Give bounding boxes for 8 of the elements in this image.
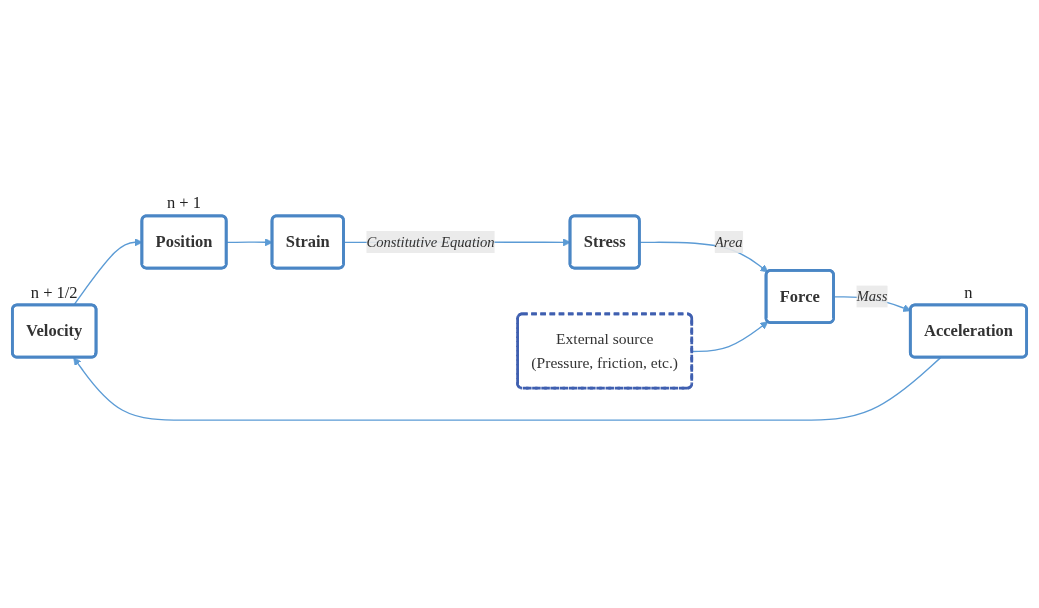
edge-label: Constitutive Equation — [366, 233, 495, 250]
edge-label: Area — [714, 233, 743, 250]
arrow — [691, 321, 769, 352]
edge-label: Mass — [856, 287, 888, 304]
step-label: n + 1/2 — [30, 282, 78, 302]
arrow — [73, 356, 942, 421]
step-label: n — [964, 282, 973, 302]
step-label: n + 1 — [167, 193, 202, 213]
